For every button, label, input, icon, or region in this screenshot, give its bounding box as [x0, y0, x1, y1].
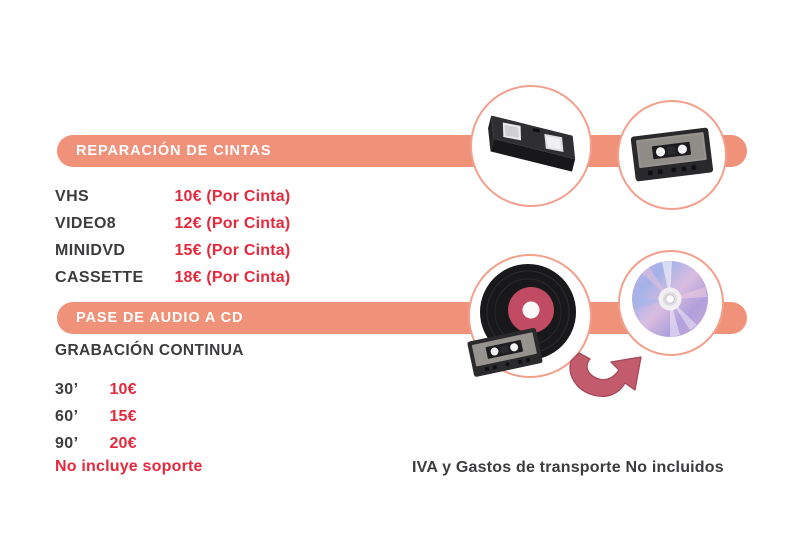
price-row: VIDEO8 12€ (Por Cinta)	[55, 210, 290, 237]
price-value: 18€ (Por Cinta)	[174, 269, 291, 286]
curved-arrow-icon	[567, 350, 647, 400]
price-value: 15€	[109, 408, 137, 425]
audio-banner-label: PASE DE AUDIO A CD	[76, 310, 244, 326]
audio-price-table: 30’ 10€ 60’ 15€ 90’ 20€	[55, 376, 137, 457]
price-row: 60’ 15€	[55, 403, 137, 430]
format-label: MINIDVD	[55, 242, 126, 259]
price-row: CASSETTE 18€ (Por Cinta)	[55, 264, 290, 291]
no-media-note: No incluye soporte	[55, 458, 203, 475]
price-value: 10€ (Por Cinta)	[174, 188, 291, 205]
duration-label: 30’	[55, 381, 79, 398]
vinyl-record-icon	[455, 250, 605, 385]
price-value: 15€ (Por Cinta)	[174, 242, 291, 259]
repair-price-table: VHS 10€ (Por Cinta) VIDEO8 12€ (Por Cint…	[55, 183, 290, 291]
price-row: VHS 10€ (Por Cinta)	[55, 183, 290, 210]
vat-shipping-note: IVA y Gastos de transporte No incluidos	[412, 459, 724, 476]
price-row: 30’ 10€	[55, 376, 137, 403]
price-row: MINIDVD 15€ (Por Cinta)	[55, 237, 290, 264]
cd-disc-icon	[617, 249, 725, 357]
vhs-tape-icon	[469, 84, 593, 208]
format-label: CASSETTE	[55, 269, 144, 286]
price-row: 90’ 20€	[55, 430, 137, 457]
format-label: VIDEO8	[55, 215, 117, 232]
price-value: 10€	[109, 381, 137, 398]
price-value: 12€ (Por Cinta)	[174, 215, 291, 232]
duration-label: 60’	[55, 408, 79, 425]
price-value: 20€	[109, 435, 137, 452]
audio-cassette-icon	[616, 99, 728, 211]
repair-banner-label: REPARACIÓN DE CINTAS	[76, 143, 272, 159]
recording-subtitle: GRABACIÓN CONTINUA	[55, 342, 244, 359]
duration-label: 90’	[55, 435, 79, 452]
format-label: VHS	[55, 188, 90, 205]
